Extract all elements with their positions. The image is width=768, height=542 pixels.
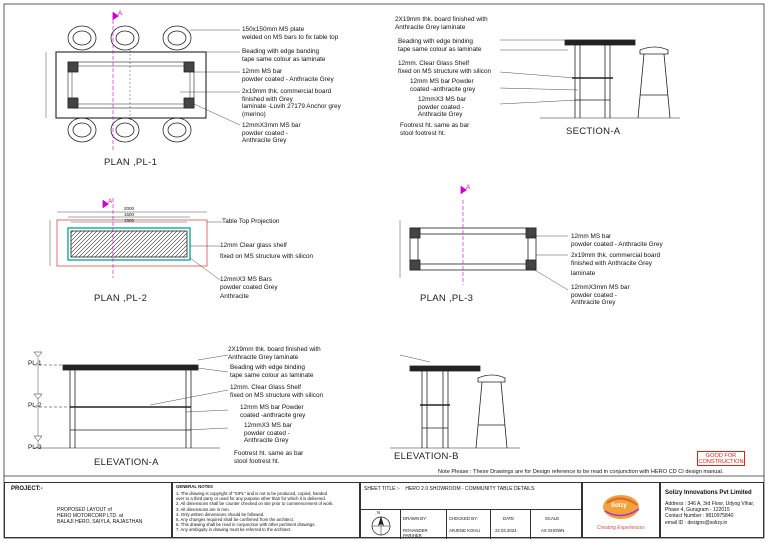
chair (67, 117, 97, 143)
logo-block: SoIzy Creating Experiences (582, 482, 660, 538)
sheet-border (3, 3, 765, 539)
chair (67, 25, 97, 51)
plan-pl3-drawing (399, 200, 569, 291)
plan-pl1-drawing (45, 14, 241, 150)
north-label: N (377, 510, 381, 515)
plan-pl3-title: PLAN ,PL-3 (420, 293, 474, 304)
company-name: Solizy Innovations Pvt Limited (665, 490, 752, 496)
plan-pl2-drawing (49, 198, 222, 281)
drawn-by: ROHANDER PARIHER (403, 528, 428, 539)
section-marker-label: A (118, 10, 123, 17)
chair (162, 117, 192, 143)
section-a-title: SECTION-A (566, 126, 621, 137)
north-arrow-icon (371, 516, 391, 536)
drawn-by-label: DRAWN BY: (403, 516, 427, 521)
checked-by-cell: CHECKED BY: ARJENE KOHLI (447, 509, 491, 539)
pl2-dim-3: 1500 (124, 218, 135, 223)
general-notes-block: GENERAL NOTES 1. The drawing is copyrigh… (172, 482, 360, 538)
pl2-dim-1: 2000 (124, 206, 135, 211)
table-top (55, 51, 207, 119)
plan-pl1-title: PLAN ,PL-1 (104, 157, 158, 168)
project-label: PROJECT:- (11, 486, 43, 492)
level-pl3: PL-3 (28, 444, 42, 451)
glass-shelf (70, 230, 188, 258)
level-pl1: PL-1 (28, 360, 42, 367)
note-please: Note Please : These Drawings are for Des… (438, 469, 724, 475)
date-cell: DATE 22.03.2024 (491, 509, 531, 539)
sheet-block: SHEET TITLE :- HERO 2.0 SHOWROOM - COMMU… (360, 482, 582, 539)
section-marker-pl1 (112, 12, 119, 20)
chair (162, 25, 192, 51)
pl2-note-1: Table Top Projection (222, 218, 280, 225)
project-block: PROJECT:- PROPOSED LAYOUT of HERO MOTORC… (4, 482, 172, 538)
scale-cell: SCALE AS SHOWN (531, 509, 581, 539)
elevation-b-drawing (390, 354, 520, 449)
checked-by-label: CHECKED BY: (449, 516, 478, 521)
company-address: Address : 346 A, 3rd Floor, Udyog Vihar,… (665, 501, 755, 526)
sheet-title: HERO 2.0 SHOWROOM - COMMUNITY TABLE DETA… (405, 486, 535, 492)
elevation-a-title: ELEVATION-A (94, 457, 159, 468)
plan-pl2-title: PLAN ,PL-2 (94, 293, 148, 304)
checked-by: ARJENE KOHLI (449, 528, 481, 533)
scale-label: SCALE (545, 516, 560, 521)
chair (115, 30, 135, 46)
chair (72, 122, 92, 138)
section-a-drawing (499, 39, 680, 119)
company-logo (603, 495, 640, 519)
section-marker-pl3 (460, 186, 467, 194)
chair (167, 30, 187, 46)
chair (72, 30, 92, 46)
chair (115, 122, 135, 138)
elevation-a-drawing (33, 351, 229, 449)
chair (110, 117, 140, 143)
section-marker-pl2 (102, 200, 109, 208)
project-lines: PROPOSED LAYOUT of HERO MOTORCORP LTD. a… (57, 507, 143, 525)
date-label: DATE (503, 516, 515, 521)
chair (167, 122, 187, 138)
north-arrow-cell: N (361, 509, 401, 539)
elevation-b-title: ELEVATION-B (394, 451, 459, 462)
section-marker-label: A (466, 184, 471, 191)
scale: AS SHOWN (541, 528, 565, 533)
general-notes-list: 1. The drawing is copyright of "SIPL" an… (176, 491, 334, 533)
pl2-dim-2: 1600 (124, 212, 135, 217)
date: 22.03.2024 (495, 528, 517, 533)
drawn-by-cell: DRAWN BY: ROHANDER PARIHER (401, 509, 447, 539)
table-top-projection (56, 219, 208, 267)
sheet-title-label: SHEET TITLE :- (364, 486, 400, 492)
level-pl2: PL-2 (28, 402, 42, 409)
logo-text: SoIzy (611, 503, 627, 509)
logo-tagline: Creating Experiences (597, 525, 645, 531)
general-notes-label: GENERAL NOTES (176, 484, 213, 489)
company-block: Solizy Innovations Pvt Limited Address :… (660, 482, 764, 538)
chair (110, 25, 140, 51)
section-marker-label: A (108, 198, 113, 205)
